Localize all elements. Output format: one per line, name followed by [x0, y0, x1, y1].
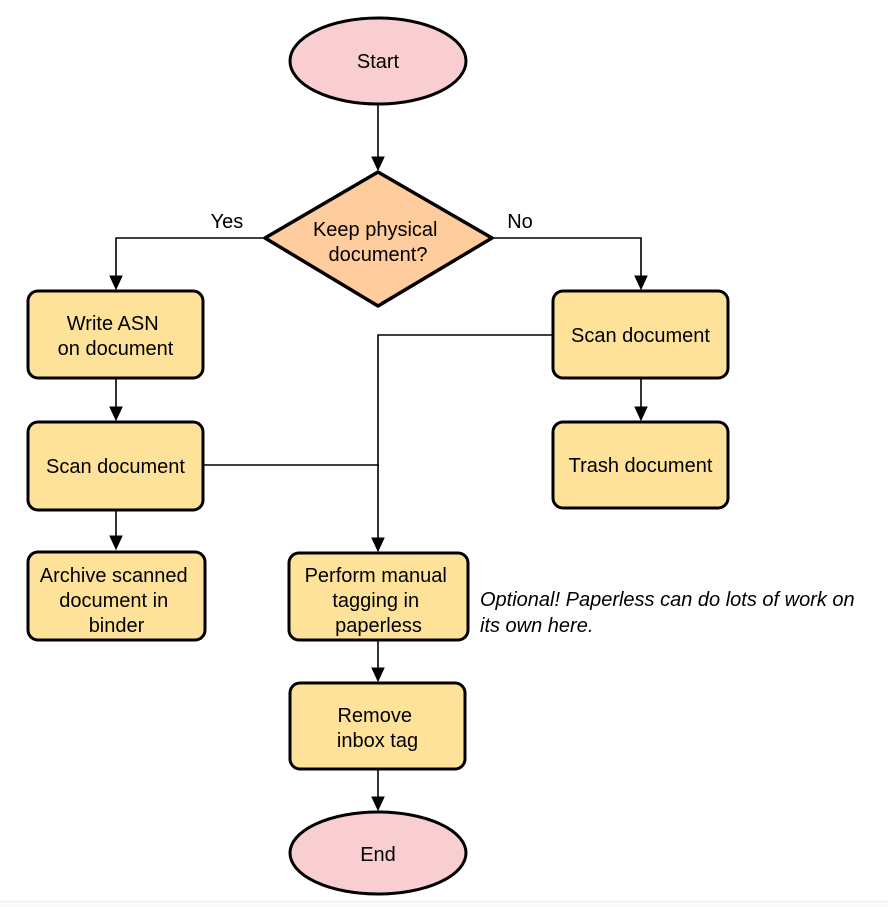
start-ellipse	[288, 16, 468, 106]
node-remove-inbox-tag: Remove inbox tag	[288, 681, 467, 771]
node-end: End	[288, 810, 468, 896]
trash-box	[551, 420, 730, 510]
trash-label: Trash document	[569, 455, 713, 477]
decision-label-line1: Keep physical	[313, 219, 438, 241]
edge-label-yes: Yes	[211, 211, 244, 233]
scan-left-box	[26, 420, 205, 512]
remove-inbox-label-line1: Remove	[337, 705, 411, 727]
archive-box	[26, 550, 207, 642]
write-asn-label: Write ASN on document	[58, 313, 174, 360]
edge-scan-right-to-tagging	[371, 334, 553, 553]
write-asn-box	[26, 289, 205, 380]
end-label: End	[360, 844, 396, 866]
write-asn-label-line1: Write ASN	[67, 313, 159, 335]
tagging-box	[287, 551, 470, 642]
node-write-asn: Write ASN on document	[26, 289, 205, 380]
remove-inbox-box	[288, 681, 467, 771]
archive-label: Archive scanned document in binder	[40, 565, 193, 637]
end-ellipse	[288, 810, 468, 896]
annotation-optional: Optional! Paperless can do lots of work …	[480, 589, 860, 637]
tagging-label-line3: paperless	[335, 615, 422, 637]
scan-right-box	[551, 289, 730, 380]
annotation-line2: its own here.	[480, 615, 593, 637]
node-trash-document: Trash document	[551, 420, 730, 510]
archive-label-line2: document in	[59, 590, 168, 612]
node-start: Start	[288, 16, 468, 106]
archive-label-line1: Archive scanned	[40, 565, 188, 587]
edges	[109, 104, 648, 812]
scan-right-label: Scan document	[571, 325, 710, 347]
write-asn-label-line2: on document	[58, 338, 174, 360]
node-scan-document-right: Scan document	[551, 289, 730, 380]
tagging-label-line1: Perform manual	[305, 565, 447, 587]
tagging-label-line2: tagging in	[332, 590, 419, 612]
node-archive-binder: Archive scanned document in binder	[26, 550, 207, 642]
node-scan-document-left: Scan document	[26, 420, 205, 512]
node-decision-keep-physical: Keep physical document?	[263, 170, 494, 308]
decision-label-line2: document?	[329, 244, 428, 266]
node-manual-tagging: Perform manual tagging in paperless	[287, 551, 470, 642]
edge-label-no: No	[507, 211, 533, 233]
edge-decision-no-to-scan-right	[492, 237, 648, 291]
scan-left-label: Scan document	[46, 456, 185, 478]
start-label: Start	[357, 51, 400, 73]
remove-inbox-label-line2: inbox tag	[337, 730, 418, 752]
page-bottom-edge	[0, 901, 888, 907]
decision-diamond	[263, 170, 494, 308]
archive-label-line3: binder	[89, 615, 145, 637]
edge-decision-yes-to-write-asn	[109, 237, 265, 291]
tagging-label: Perform manual tagging in paperless	[305, 565, 453, 637]
decision-label: Keep physical document?	[313, 219, 443, 266]
remove-inbox-label: Remove inbox tag	[337, 705, 418, 752]
annotation-line1: Optional! Paperless can do lots of work …	[480, 589, 855, 611]
